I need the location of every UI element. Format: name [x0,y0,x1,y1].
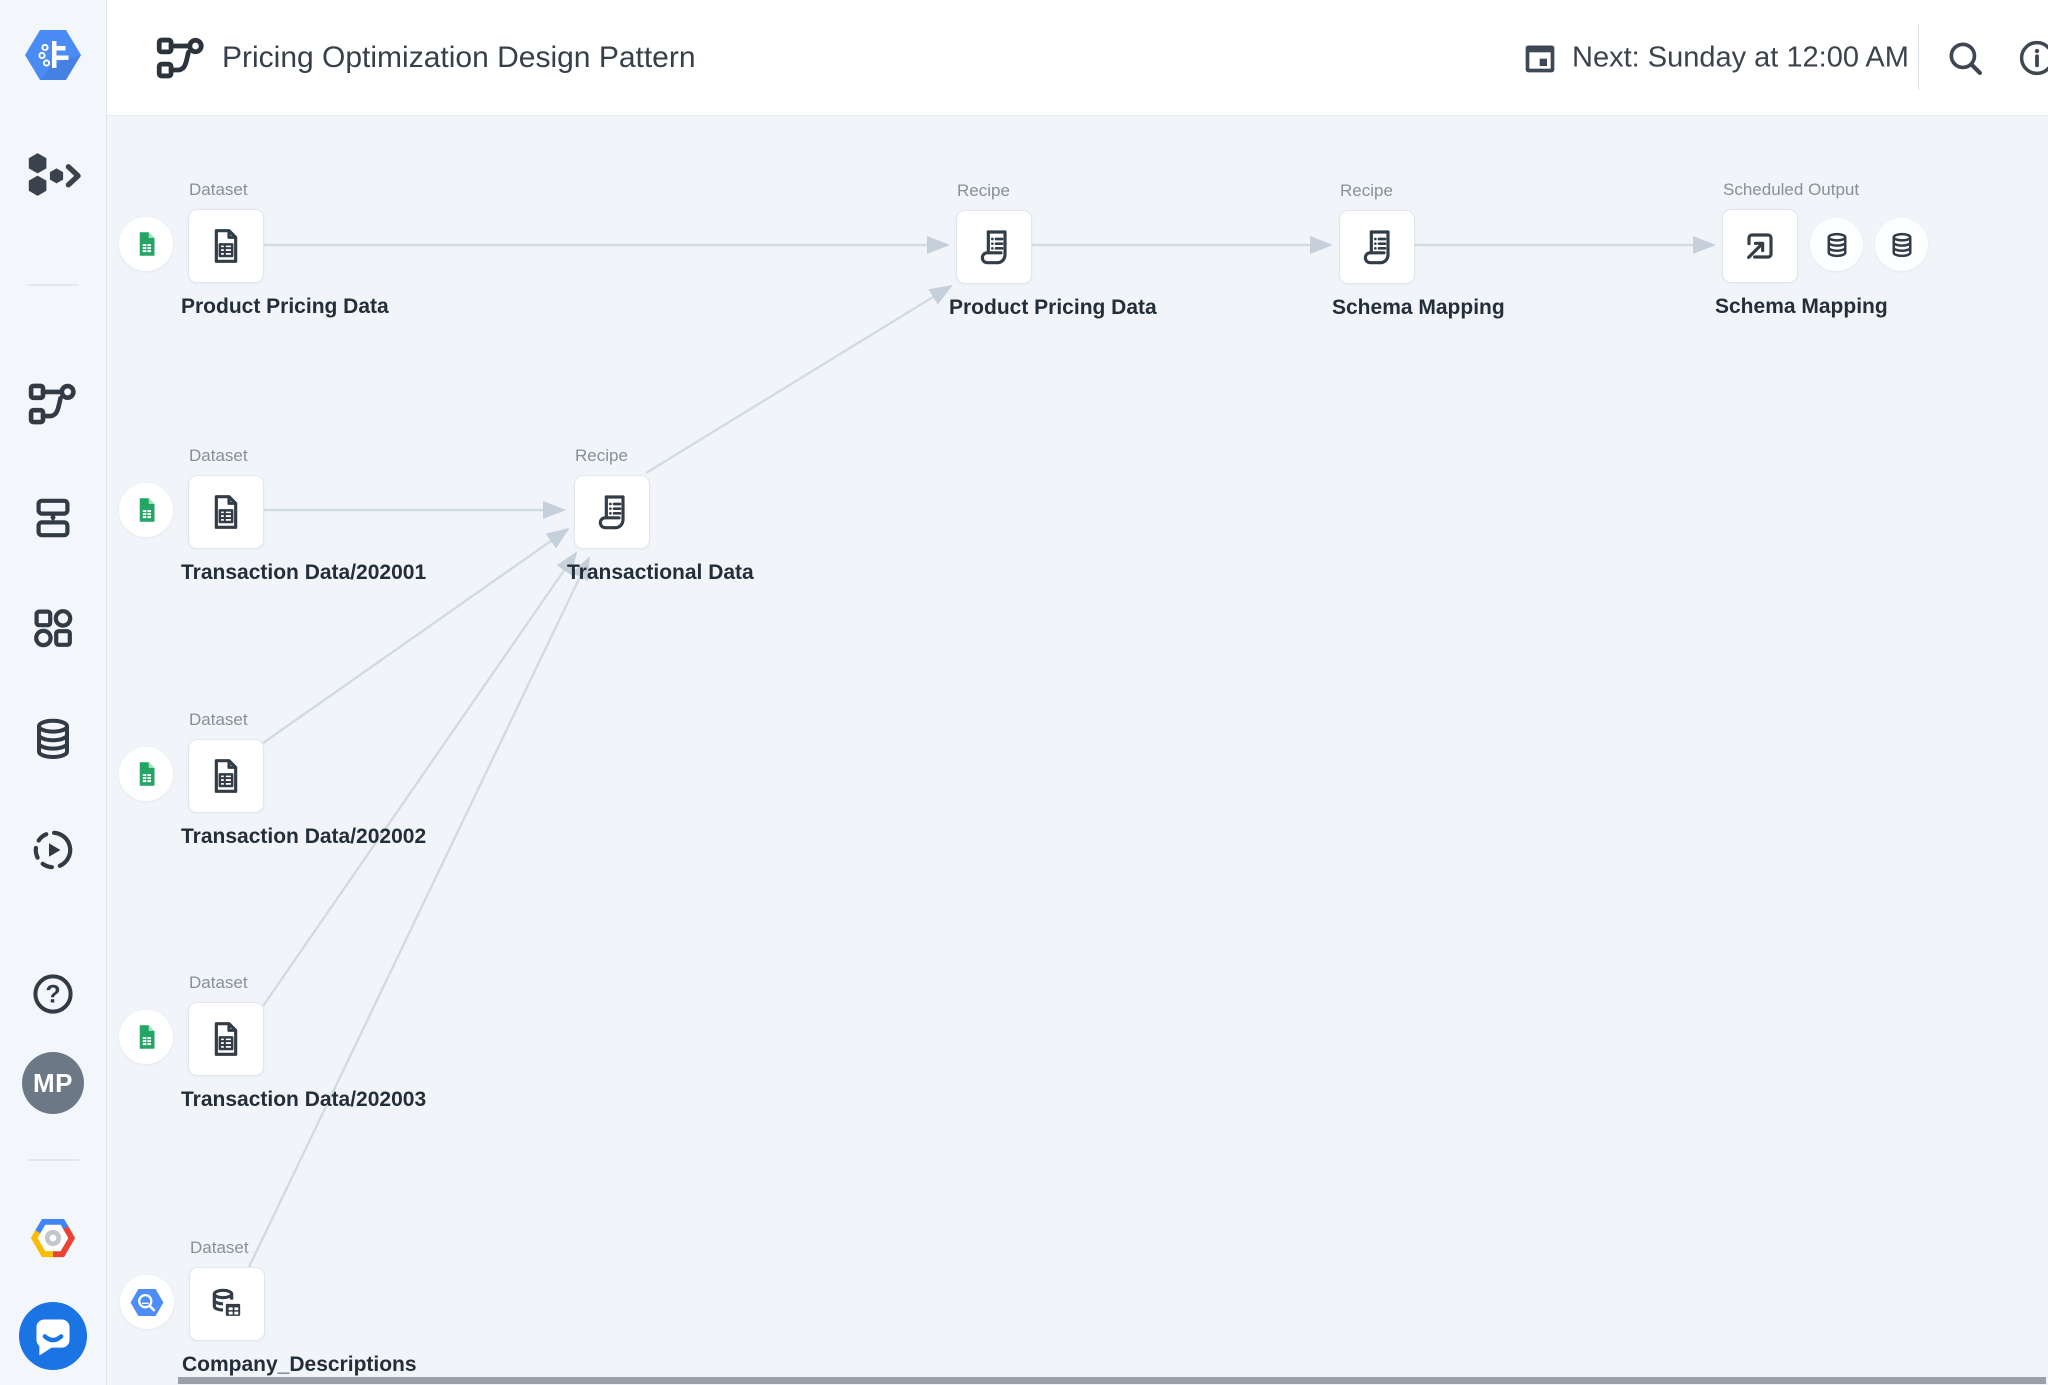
node-kind-label: Dataset [189,180,248,199]
node-dataset-company-descriptions[interactable]: Dataset [120,1238,417,1376]
node-kind-label: Scheduled Output [1723,180,1860,199]
hexagon-cluster-expand-icon[interactable] [20,150,86,203]
node-kind-label: Dataset [189,446,248,465]
sidebar-divider [27,1159,79,1161]
dataset-file-icon[interactable] [188,1002,264,1076]
sidebar: ? MP [0,0,107,1385]
node-kind-label: Dataset [189,710,248,729]
node-kind-label: Recipe [957,181,1010,200]
node-scheduled-output-schema-mapping[interactable]: Scheduled Output Schema M [1715,180,1928,318]
chat-support-icon[interactable] [18,1301,88,1371]
google-sheets-badge-icon [119,483,173,537]
node-recipe-transactional-data[interactable]: Recipe Transactional Data [567,446,754,584]
page-title: Pricing Optimization Design Pattern [222,40,696,74]
node-name: Transactional Data [567,561,754,584]
horizontal-scrollbar[interactable] [178,1377,2046,1384]
sidebar-item-flows[interactable] [28,382,78,426]
dataset-file-icon[interactable] [188,739,264,813]
dataset-file-icon[interactable] [188,475,264,549]
sidebar-item-datasets[interactable] [29,715,77,763]
sidebar-divider [27,284,79,286]
user-avatar[interactable]: MP [22,1052,84,1114]
flow-canvas[interactable]: Dataset Product Pricing Data [106,116,2048,1385]
node-kind-label: Recipe [575,446,628,465]
google-sheets-badge-icon [119,217,173,271]
dataset-file-icon[interactable] [188,209,264,283]
google-sheets-badge-icon [119,1010,173,1064]
help-icon[interactable]: ? [29,970,77,1018]
node-name: Transaction Data/202002 [181,825,427,848]
bigquery-badge-icon [120,1275,174,1329]
sidebar-item-plans[interactable] [29,494,77,542]
calendar-icon [1520,38,1560,83]
recipe-scroll-icon[interactable] [574,475,650,549]
node-name: Product Pricing Data [181,295,389,318]
header-divider [1918,24,1919,90]
google-sheets-badge-icon [119,747,173,801]
output-database-icon[interactable] [1875,218,1928,271]
node-kind-label: Dataset [190,1238,249,1257]
node-name: Transaction Data/202003 [181,1088,427,1111]
node-name: Transaction Data/202001 [181,561,427,584]
node-dataset-transaction-202002[interactable]: Dataset Transaction Data/202002 [119,710,426,848]
header: Pricing Optimization Design Pattern Next… [106,0,2048,116]
google-cloud-logo [28,1216,78,1260]
node-name: Schema Mapping [1332,296,1505,319]
node-kind-label: Recipe [1340,181,1393,200]
schedule-status: Next: Sunday at 12:00 AM [1572,41,1909,73]
search-icon[interactable] [1944,37,1986,84]
output-database-icon[interactable] [1810,218,1863,271]
svg-text:?: ? [45,980,60,1008]
node-kind-label: Dataset [189,973,248,992]
node-dataset-transaction-202003[interactable]: Dataset Transaction Data/202003 [119,973,426,1111]
node-recipe-schema-mapping[interactable]: Recipe Schema Mapping [1332,181,1505,319]
recipe-scroll-icon[interactable] [1339,210,1415,284]
sidebar-item-library[interactable] [29,604,77,652]
info-icon[interactable] [2016,37,2048,84]
dataprep-logo[interactable] [21,26,85,84]
sidebar-item-job-history[interactable] [29,826,77,874]
output-publish-icon[interactable] [1722,209,1798,283]
node-name: Company_Descriptions [182,1353,417,1376]
node-name: Product Pricing Data [949,296,1157,319]
flow-icon [155,37,207,84]
recipe-scroll-icon[interactable] [956,210,1032,284]
node-recipe-product-pricing-data[interactable]: Recipe Product Pricing Data [949,181,1157,319]
node-dataset-product-pricing-data[interactable]: Dataset Product Pricing Data [119,180,389,318]
node-dataset-transaction-202001[interactable]: Dataset Transaction Data/202001 [119,446,426,584]
node-name: Schema Mapping [1715,295,1888,318]
bigquery-table-icon[interactable] [189,1267,265,1341]
